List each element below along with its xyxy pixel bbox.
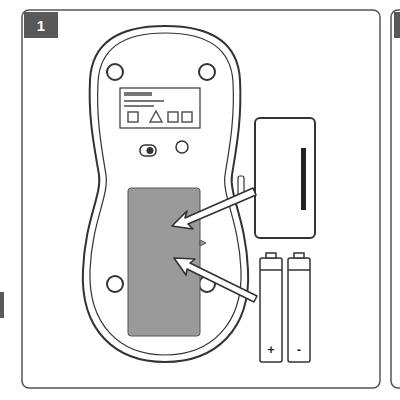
step-number: 1 bbox=[37, 17, 45, 34]
insert-arrow bbox=[174, 258, 257, 302]
power-switch bbox=[140, 145, 156, 156]
usb-receiver bbox=[255, 118, 315, 238]
switch-knob bbox=[147, 147, 154, 154]
polarity-sign: - bbox=[297, 344, 301, 356]
mouse-inner-outline bbox=[90, 33, 241, 355]
prev-panel-mark bbox=[0, 292, 4, 318]
step-number-box: 1 bbox=[24, 12, 58, 38]
polarity-sign: + bbox=[267, 344, 274, 356]
aa-batteries bbox=[260, 253, 310, 362]
receiver-connector bbox=[301, 148, 306, 210]
optical-sensor bbox=[176, 141, 188, 153]
insert-arrow bbox=[172, 188, 256, 229]
next-step-box bbox=[394, 12, 400, 38]
rating-label-print bbox=[124, 92, 192, 122]
panel-border bbox=[22, 10, 380, 388]
rating-label bbox=[120, 88, 200, 128]
compartment-latch bbox=[200, 240, 206, 246]
next-panel-border bbox=[391, 10, 400, 388]
mouse-outline bbox=[83, 26, 248, 362]
